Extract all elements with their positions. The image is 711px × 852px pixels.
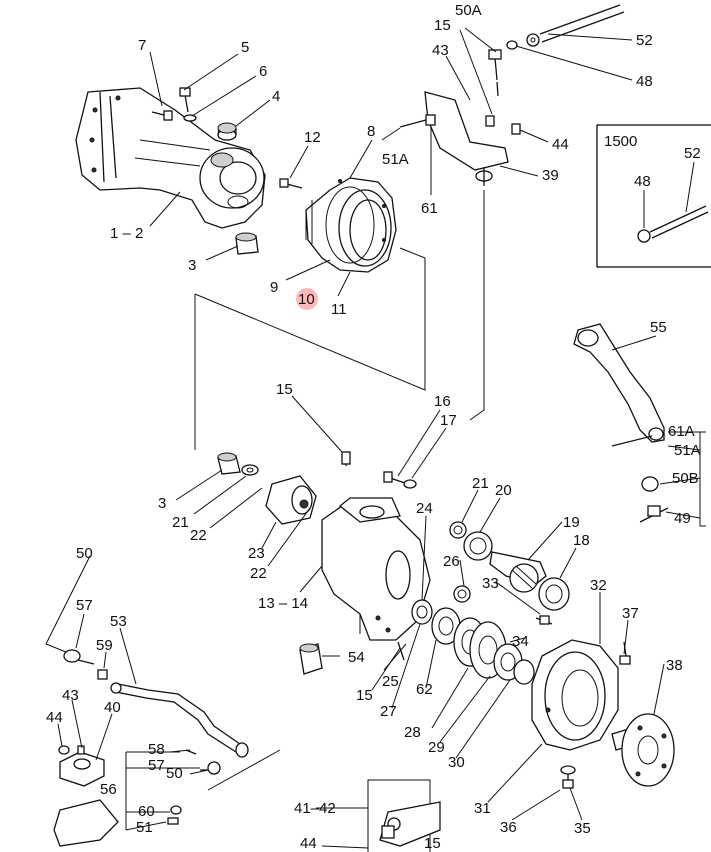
part-label: 62 <box>416 681 433 698</box>
part-label: 3 <box>158 495 166 512</box>
part-label: 24 <box>416 500 433 517</box>
part-labels: 7 5 6 4 1 – 2 3 12 8 9 10 11 15 50A 43 5… <box>46 2 701 852</box>
part-label-highlighted: 10 <box>298 291 315 308</box>
part-label: 4 <box>272 88 280 105</box>
part-label: 25 <box>382 673 399 690</box>
part-label: 43 <box>62 687 79 704</box>
part-label: 40 <box>104 699 121 716</box>
knuckle-housing-part <box>321 451 431 641</box>
part-label: 15 <box>434 17 451 34</box>
part-label: 57 <box>148 757 165 774</box>
variant-1500-inset <box>596 124 711 268</box>
part-label: 51 <box>136 819 153 836</box>
part-label: 13 – 14 <box>258 595 308 612</box>
part-label: 61 <box>421 200 438 217</box>
bushing-stack-part <box>217 452 317 525</box>
part-label: 37 <box>622 605 639 622</box>
axle-gear-stack-part <box>411 599 535 685</box>
part-label: 20 <box>495 482 512 499</box>
part-label: 50A <box>455 2 482 19</box>
part-label: 11 <box>331 301 347 318</box>
part-label: 12 <box>304 129 321 146</box>
part-label: 3 <box>188 257 196 274</box>
hub-carrier-part <box>531 615 675 789</box>
axle-housing-part <box>75 87 266 229</box>
part-label: 17 <box>440 412 457 429</box>
part-label: 32 <box>590 577 607 594</box>
bolt-part <box>151 87 197 122</box>
part-label: 31 <box>474 800 491 817</box>
part-label: 52 <box>636 32 653 49</box>
part-label: 18 <box>573 532 590 549</box>
assembly-reference-lines <box>194 190 485 450</box>
part-label: 49 <box>674 510 691 527</box>
part-label: 1 – 2 <box>110 225 143 242</box>
part-label: 15 <box>424 835 441 852</box>
part-label: 60 <box>138 803 155 820</box>
part-label: 39 <box>542 167 559 184</box>
part-label: 51A <box>382 151 409 168</box>
part-label: 6 <box>259 63 267 80</box>
part-label: 44 <box>300 835 317 852</box>
part-label: 61A <box>668 423 695 440</box>
part-label: 22 <box>250 565 267 582</box>
part-label: 34 <box>512 633 529 650</box>
part-label: 55 <box>650 319 667 336</box>
part-label: 41–42 <box>294 800 336 817</box>
part-label: 9 <box>270 279 278 296</box>
part-label: 15 <box>356 687 373 704</box>
part-label: 48 <box>634 173 651 190</box>
part-label: 8 <box>367 123 375 140</box>
part-label: 21 <box>472 475 489 492</box>
part-label: 59 <box>96 637 113 654</box>
part-label: 5 <box>241 39 249 56</box>
part-label: 53 <box>110 613 127 630</box>
pitman-arm-part <box>573 323 669 523</box>
part-label: 50 <box>166 765 183 782</box>
seal-part <box>299 641 405 675</box>
part-label: 22 <box>190 527 207 544</box>
part-label: 15 <box>276 381 293 398</box>
part-label: 52 <box>684 145 701 162</box>
part-label: 44 <box>552 136 569 153</box>
part-label: 26 <box>443 553 460 570</box>
part-label: 27 <box>380 703 397 720</box>
part-label: 7 <box>138 37 146 54</box>
part-label: 23 <box>248 545 265 562</box>
part-label: 35 <box>574 820 591 837</box>
part-label: 56 <box>100 781 117 798</box>
part-label: 38 <box>666 657 683 674</box>
ring-gear-part <box>279 177 397 273</box>
part-label: 16 <box>434 393 451 410</box>
part-label: 58 <box>148 741 165 758</box>
part-label: 50 <box>76 545 93 562</box>
tie-rod-part <box>506 4 625 50</box>
lower-bracket-part <box>367 779 441 852</box>
part-label: 48 <box>636 73 653 90</box>
inset-title: 1500 <box>604 133 637 150</box>
part-label: 51A <box>674 442 701 459</box>
steering-bracket-part <box>399 49 521 186</box>
part-label: 43 <box>432 42 449 59</box>
bushing-part <box>235 232 259 255</box>
part-label: 21 <box>172 514 189 531</box>
bushing-part <box>217 122 237 141</box>
part-label: 19 <box>563 514 580 531</box>
part-label: 29 <box>428 739 445 756</box>
leader-lines <box>45 27 706 849</box>
part-label: 54 <box>348 649 365 666</box>
part-label: 28 <box>404 724 421 741</box>
part-label: 36 <box>500 819 517 836</box>
part-label: 33 <box>482 575 499 592</box>
part-label: 30 <box>448 754 465 771</box>
callout-highlight <box>296 288 318 310</box>
part-label: 44 <box>46 709 63 726</box>
part-label: 57 <box>76 597 93 614</box>
part-label: 50B <box>672 470 699 487</box>
pinion-shaft-part <box>449 521 570 611</box>
drag-link-part <box>53 649 249 847</box>
